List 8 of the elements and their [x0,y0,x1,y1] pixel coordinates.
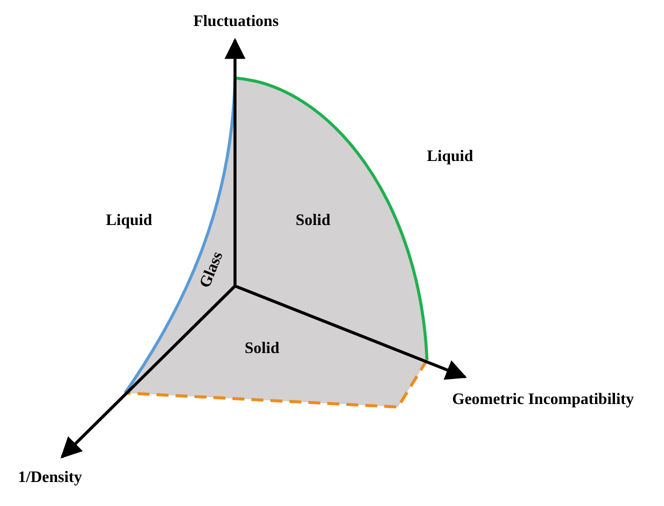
region-label: Solid [296,212,330,230]
region-label: Solid [244,340,280,358]
region-label: Glass [196,249,228,291]
axis-label: 1/Density [18,469,82,487]
axis-label: Geometric Incompatibility [452,391,634,409]
region-label: Liquid [426,148,474,166]
region-label: Liquid [106,212,152,230]
axis-label: Fluctuations [193,13,279,31]
